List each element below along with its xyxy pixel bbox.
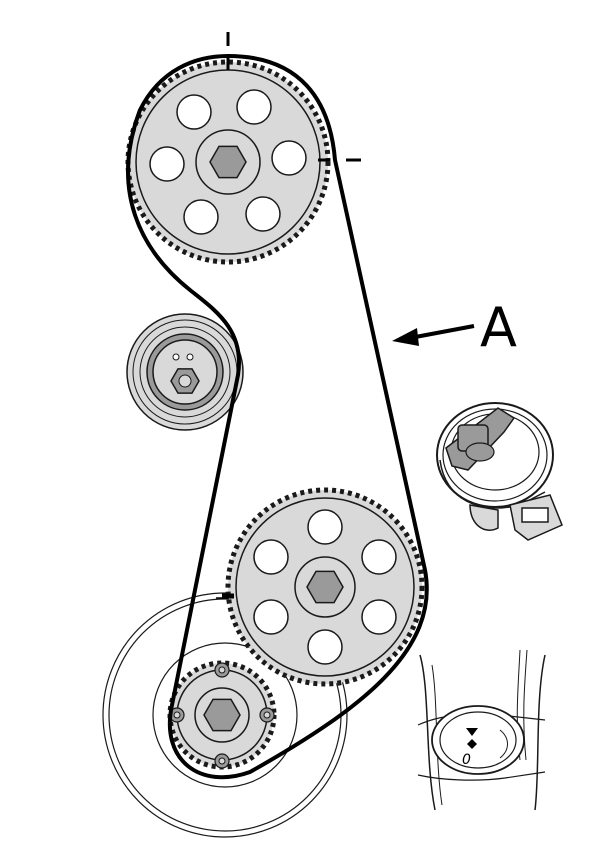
timing-belt (126, 54, 429, 780)
camshaft-hex-bolt (209, 145, 247, 179)
camshaft-hole (176, 94, 212, 130)
intermediate-sprocket (222, 487, 425, 687)
intermediate-hole (253, 539, 289, 575)
tensioner-pulley (126, 313, 244, 431)
distributor-rotor (436, 402, 563, 541)
distributor-rotor-arm (445, 407, 516, 471)
intermediate-hole (361, 599, 397, 635)
camshaft-hole (245, 196, 281, 232)
camshaft-hole (236, 89, 272, 125)
crankshaft-sprocket (167, 597, 277, 770)
tensioner-pin (172, 353, 180, 361)
camshaft-hole (183, 199, 219, 235)
callout-arrow (392, 324, 475, 346)
camshaft-hole (149, 146, 185, 182)
timing-window-marker-triangle (466, 728, 478, 736)
intermediate-hole (307, 629, 343, 665)
camshaft-sprocket (125, 32, 361, 265)
flywheel-timing-window: 0 (417, 649, 546, 811)
timing-window-marker-diamond (467, 739, 477, 749)
callout-label: A (480, 296, 517, 359)
intermediate-hex-bolt (306, 570, 344, 604)
distributor-clip (469, 494, 563, 541)
intermediate-hole (361, 539, 397, 575)
crankshaft-hex-bolt (203, 698, 241, 732)
tensioner-pin (186, 353, 194, 361)
camshaft-hole (271, 140, 307, 176)
timing-window-zero-label: 0 (462, 752, 471, 768)
intermediate-hole (253, 599, 289, 635)
intermediate-hole (307, 509, 343, 545)
